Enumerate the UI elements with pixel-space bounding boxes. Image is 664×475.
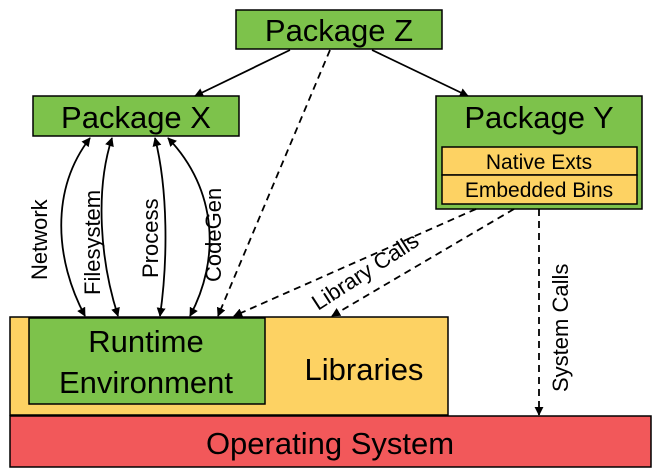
edge-filesystem <box>100 137 120 317</box>
package-x-label: Package X <box>61 100 211 135</box>
package-y-label: Package Y <box>464 100 613 135</box>
edge-z-to-y <box>371 49 469 97</box>
runtime-label-line1: Runtime <box>88 324 203 359</box>
embedded-bins-box <box>441 174 638 205</box>
edge-codegen <box>167 137 211 317</box>
label-system-calls: System Calls <box>548 264 573 392</box>
label-codegen: CodeGen <box>201 188 226 282</box>
package-x-box <box>32 95 240 137</box>
package-z-label: Package Z <box>265 13 413 48</box>
edge-z-to-runtime <box>216 49 331 317</box>
operating-system-box <box>9 415 652 468</box>
embedded-bins-label: Embedded Bins <box>465 179 613 202</box>
edge-network <box>60 137 91 317</box>
edge-y-to-runtime <box>233 208 477 317</box>
operating-system-label: Operating System <box>206 426 454 461</box>
package-z-box <box>235 9 443 50</box>
native-exts-label: Native Exts <box>486 151 592 174</box>
libraries-label: Libraries <box>305 352 424 387</box>
label-library-calls: Library Calls <box>307 228 423 316</box>
edge-process <box>152 137 167 317</box>
label-filesystem: Filesystem <box>80 190 105 295</box>
runtime-environment-box <box>28 317 266 405</box>
label-process: Process <box>138 199 163 278</box>
label-network: Network <box>27 198 52 280</box>
runtime-label-line2: Environment <box>59 365 233 400</box>
edge-z-to-x <box>194 49 291 97</box>
